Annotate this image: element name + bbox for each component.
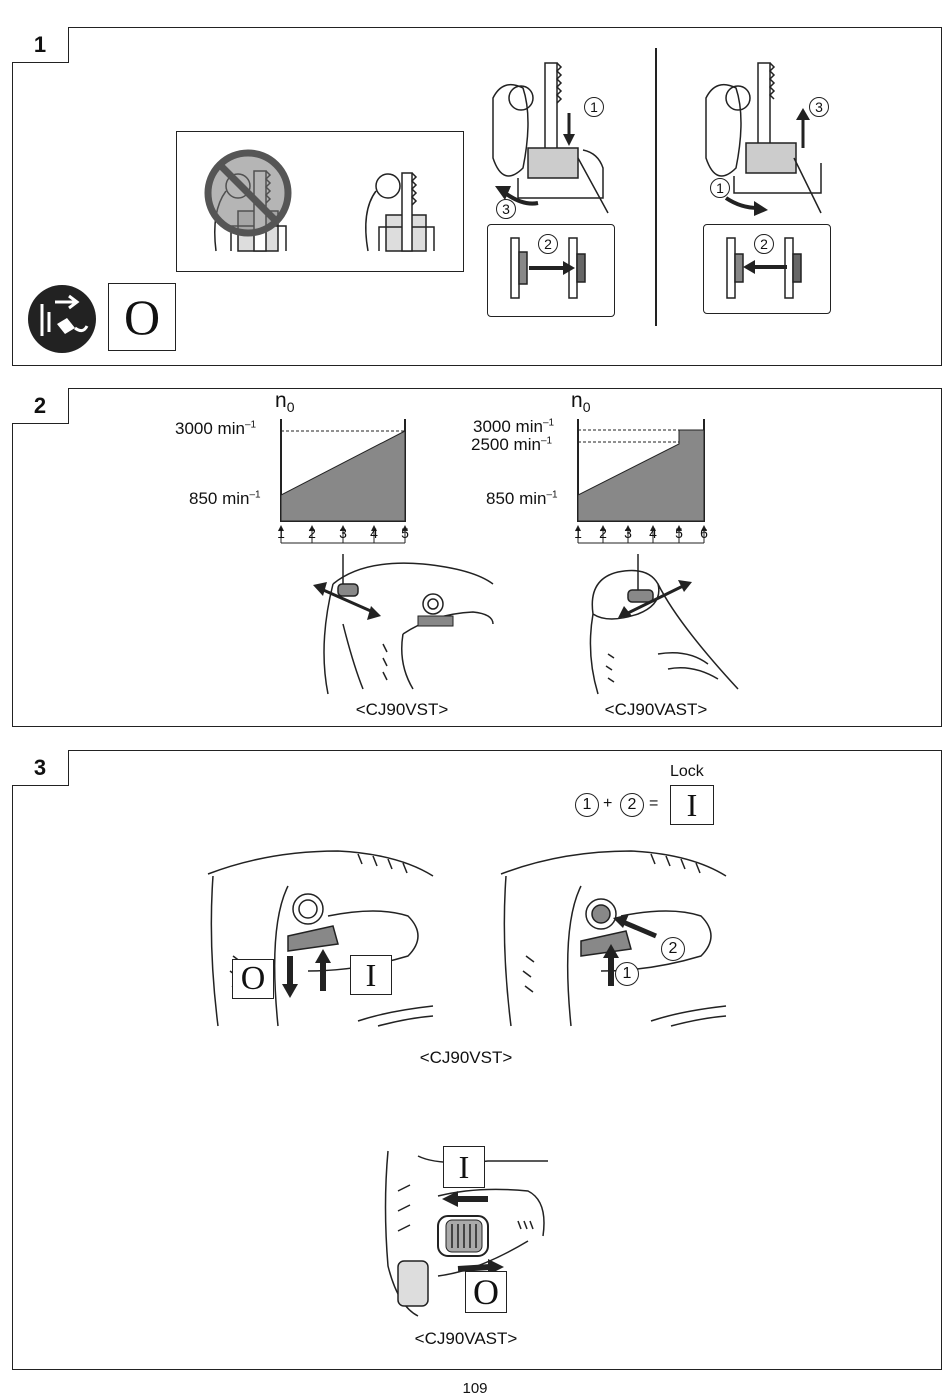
lever-detail-illustration: [510, 237, 586, 299]
tick-label: 6: [700, 525, 708, 541]
step-3-marker: 3: [496, 199, 516, 219]
on-symbol-box: I: [443, 1146, 485, 1188]
tick-label: 2: [308, 525, 316, 541]
step-1-marker: 1: [710, 178, 730, 198]
trigger-switch-illustration: [207, 850, 434, 1027]
panel-divider: [655, 48, 657, 326]
step-2-marker: 2: [538, 234, 558, 254]
on-symbol-box: I: [350, 955, 392, 995]
model-caption-vst: <CJ90VST>: [355, 700, 449, 719]
lever-detail-box: [703, 224, 831, 314]
tick-label: 1: [277, 525, 285, 541]
tick-label: 2: [599, 525, 607, 541]
speed-850-label: 850 min–1: [189, 489, 261, 508]
lock-label: Lock: [670, 763, 704, 780]
unplug-icon: [28, 285, 96, 353]
step-1-marker: 1: [575, 793, 599, 817]
on-symbol-box: I: [670, 785, 714, 825]
step-1-marker: 1: [584, 97, 604, 117]
model-caption-vst: <CJ90VST>: [419, 1048, 513, 1067]
tick-label: 1: [574, 525, 582, 541]
step-3-marker: 3: [809, 97, 829, 117]
equals-sign: =: [649, 795, 659, 812]
speed-3000-label: 3000 min–1: [473, 417, 555, 436]
section-2-panel: 2 n0 3000 min–1 850 min–1 1 2 3 4 5: [12, 388, 942, 727]
speed-chart-vst: [278, 419, 408, 544]
model-caption-vast: <CJ90VAST>: [414, 1329, 518, 1348]
tick-label: 4: [649, 525, 657, 541]
slide-switch-illustration: [384, 1150, 548, 1317]
lever-detail-box: [487, 224, 615, 317]
tick-label: 3: [624, 525, 632, 541]
step-2-marker: 2: [620, 793, 644, 817]
section-number: 2: [12, 388, 69, 424]
blade-remove-illustration: [705, 62, 822, 216]
section-number: 1: [12, 27, 69, 63]
step-2-marker: 2: [661, 937, 685, 961]
speed-dial-tool-vst: [313, 554, 494, 695]
speed-3000-label: 3000 min–1: [175, 419, 257, 438]
page-number: 109: [462, 1380, 488, 1397]
n0-axis-label: n0: [275, 389, 295, 416]
section-number: 3: [12, 750, 69, 786]
step-2-marker: 2: [754, 234, 774, 254]
off-symbol-box: O: [465, 1271, 507, 1313]
off-symbol-box: O: [108, 283, 176, 351]
trigger-lock-illustration: [500, 850, 727, 1027]
lever-detail-illustration: [726, 237, 802, 299]
n0-axis-label: n0: [571, 389, 591, 416]
blade-install-illustration: [492, 62, 609, 214]
speed-area: [280, 430, 406, 522]
speed-dial-tool-vast: [589, 554, 739, 695]
tick-label: 4: [370, 525, 378, 541]
speed-area: [577, 429, 705, 522]
off-symbol-box: O: [232, 959, 274, 999]
tick-label: 3: [339, 525, 347, 541]
step-1-marker: 1: [615, 962, 639, 986]
tick-label: 5: [675, 525, 683, 541]
section-1-panel: 1 O: [12, 27, 942, 366]
model-caption-vast: <CJ90VAST>: [604, 700, 708, 719]
speed-chart-vast: [575, 419, 707, 544]
section-3-panel: 3 1 + 2 = Lock I O I: [12, 750, 942, 1370]
correct-blade-illustration: [365, 172, 435, 252]
plus-sign: +: [603, 795, 613, 812]
prohibited-icon: [204, 149, 292, 237]
blade-illustrations: [204, 149, 435, 252]
speed-850-label: 850 min–1: [486, 489, 558, 508]
blade-comparison-box: [176, 131, 464, 272]
speed-2500-label: 2500 min–1: [471, 435, 553, 454]
tick-label: 5: [401, 525, 409, 541]
